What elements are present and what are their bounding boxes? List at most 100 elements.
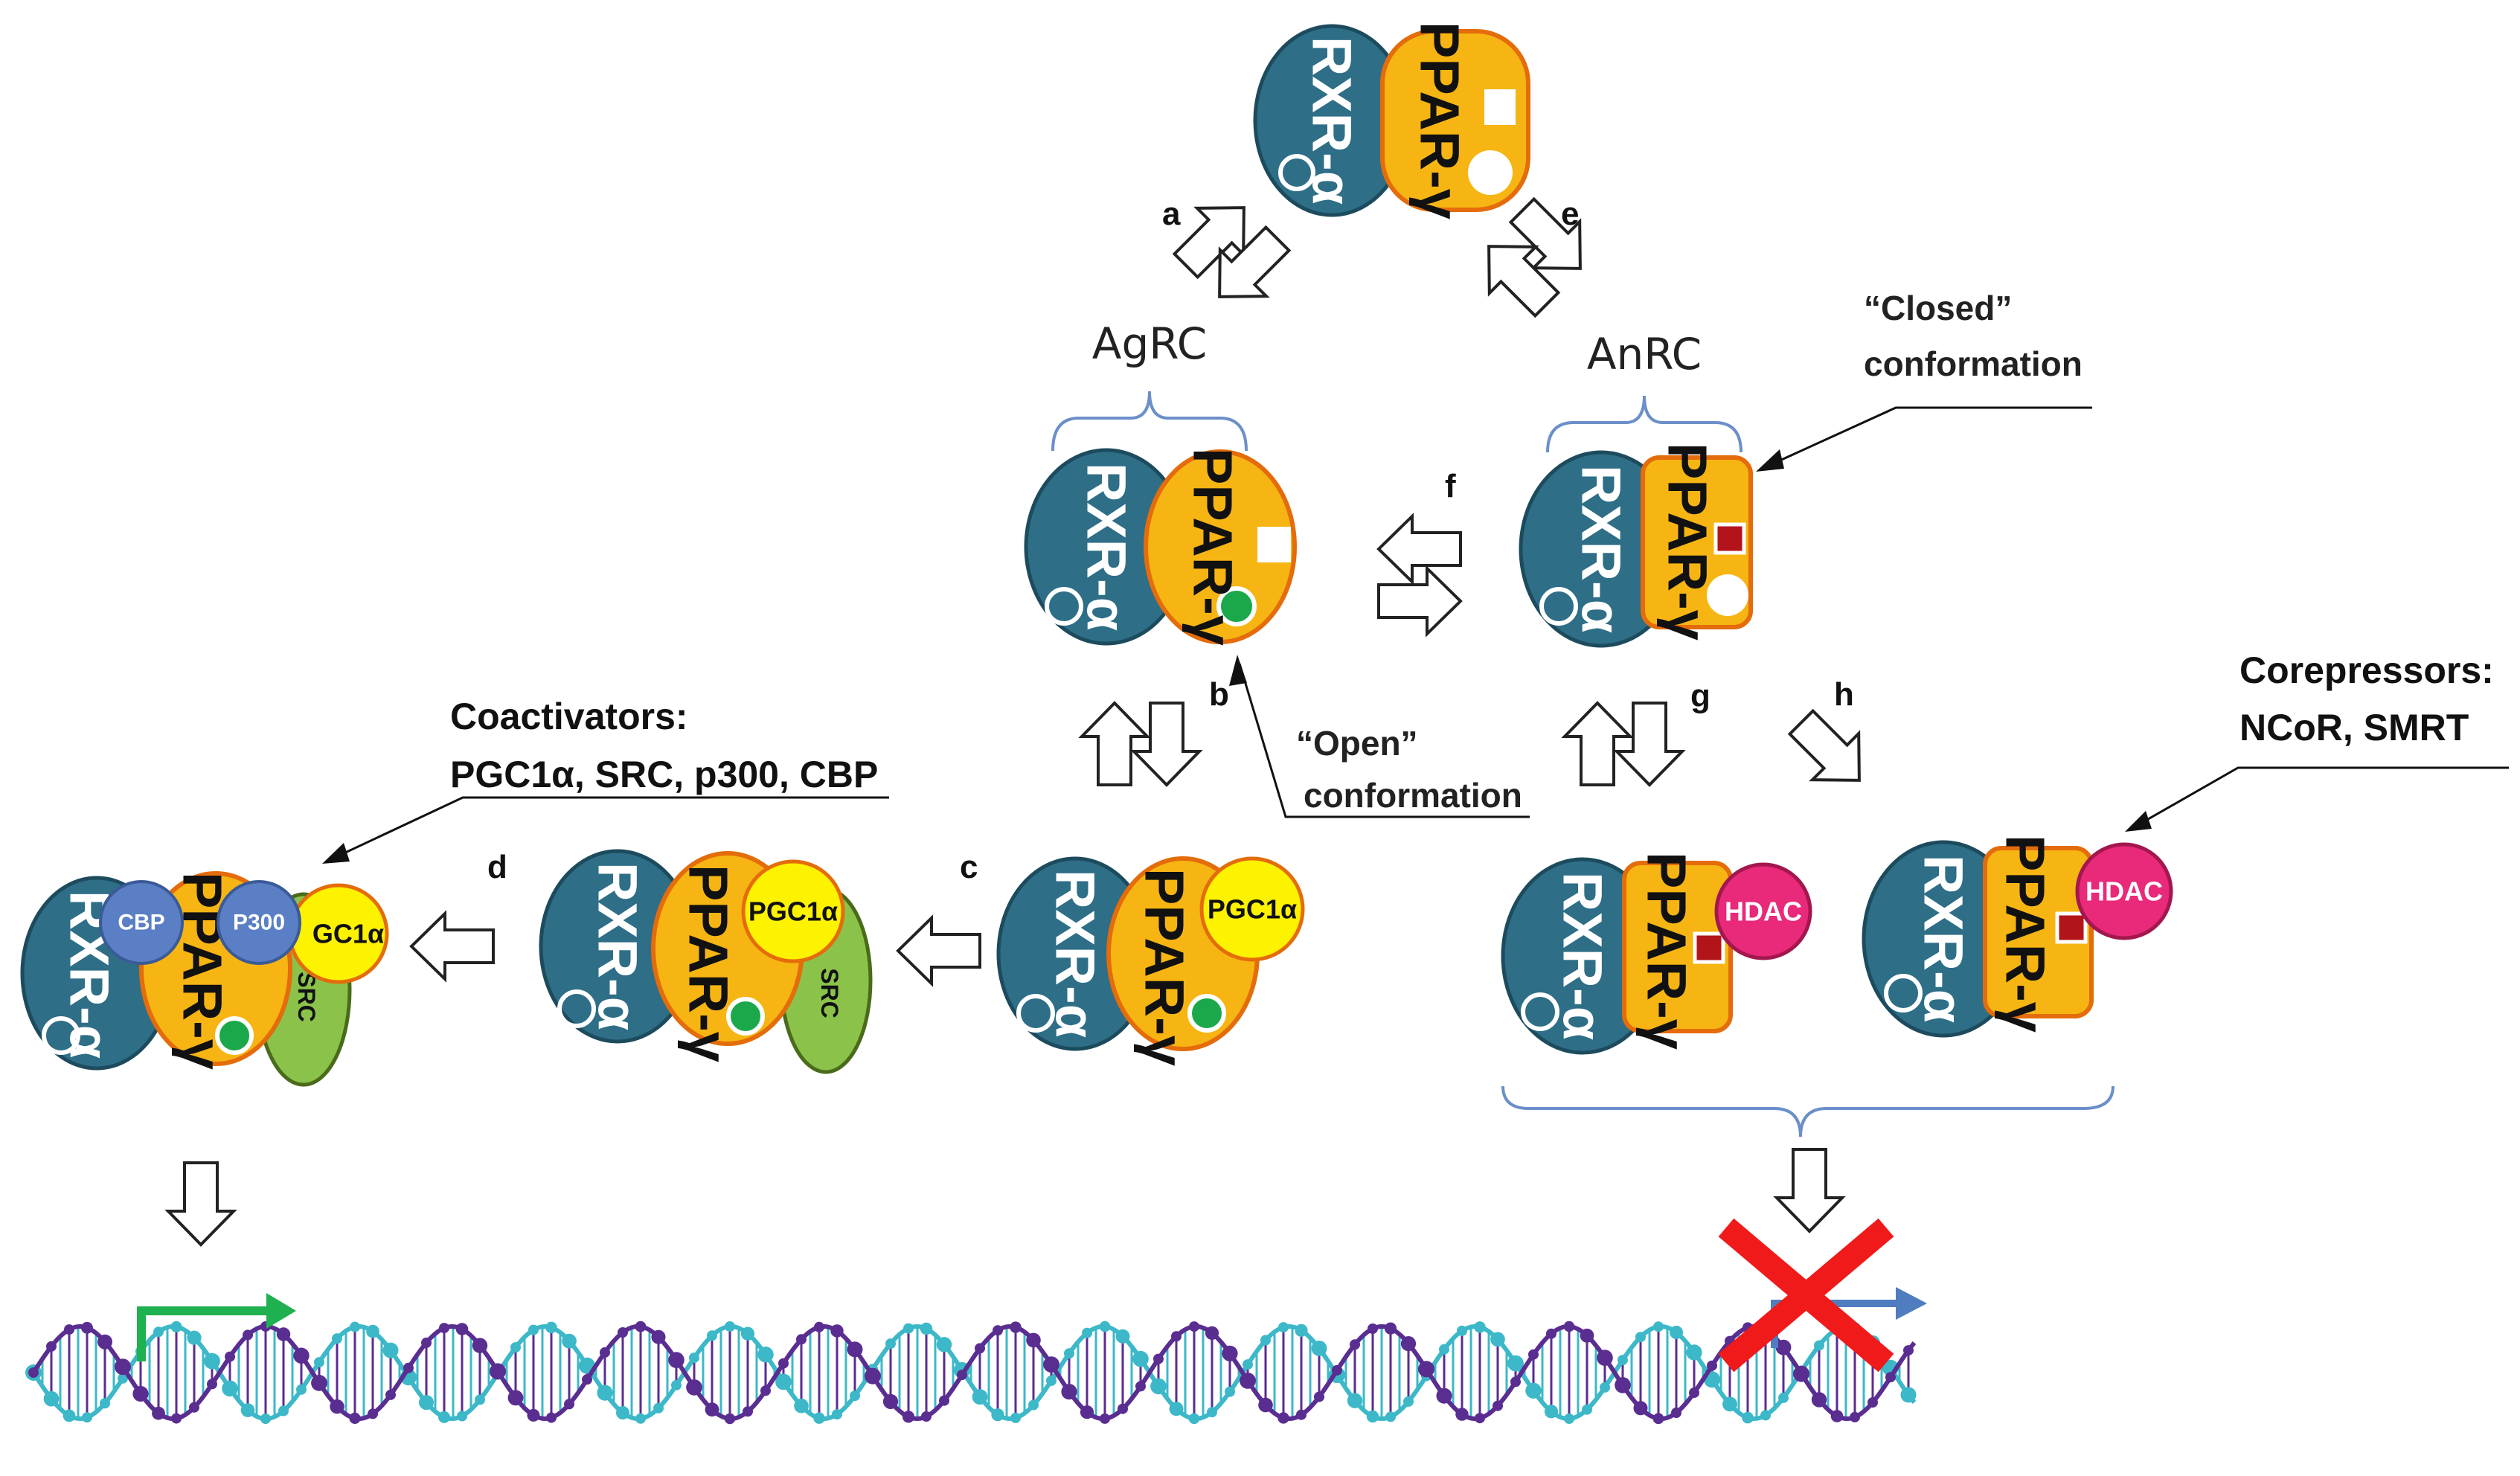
dna-bead: [582, 1374, 592, 1385]
dna-bead: [635, 1413, 646, 1424]
dna-bead: [296, 1384, 307, 1395]
dna-bead: [1867, 1397, 1878, 1408]
dna-bead: [1061, 1384, 1077, 1400]
dna-bead: [332, 1333, 342, 1344]
dna-bead: [1635, 1332, 1646, 1343]
dna-bead: [1900, 1387, 1917, 1403]
transcription-start-arrow: [137, 1293, 296, 1361]
dna-bead: [1222, 1345, 1238, 1361]
dna-bead: [1082, 1327, 1092, 1338]
dna-bead: [455, 1323, 469, 1335]
dna-bead: [724, 1413, 736, 1425]
src-label-left: SRC: [293, 972, 320, 1022]
dna-bead: [171, 1413, 182, 1424]
dna-bead: [349, 1412, 361, 1424]
dna-bead: [1652, 1413, 1664, 1425]
dna-bead: [1135, 1381, 1146, 1392]
dna-bead: [1064, 1348, 1074, 1359]
dna-bead: [847, 1341, 863, 1358]
dna-bead: [115, 1358, 131, 1376]
dna-bead: [490, 1363, 506, 1380]
rxr-label-hdac2: RXR-α: [1913, 855, 1975, 1023]
dna-bead: [311, 1375, 327, 1391]
dna-bead: [1814, 1340, 1824, 1351]
hdac-complex-1: RXR-α PPAR-γ HDAC: [1501, 852, 1812, 1055]
dna-bead: [1188, 1413, 1200, 1425]
dna-bead: [187, 1330, 202, 1345]
coactivators-pointer: [330, 796, 889, 861]
dna-bead: [457, 1411, 467, 1422]
dna-bead: [1225, 1386, 1235, 1397]
dna-bead: [382, 1342, 399, 1358]
repression-brace: [1501, 1085, 2115, 1138]
dna-bead: [100, 1398, 110, 1409]
dna-bead: [865, 1367, 881, 1384]
dna-bead: [1474, 1321, 1486, 1333]
step-label-b: b: [1209, 676, 1229, 713]
ligand-site-top: [1468, 150, 1513, 195]
step-label-a: a: [1162, 196, 1181, 232]
dna-bead: [1278, 1322, 1289, 1333]
dna-bead: [814, 1321, 824, 1332]
dna-bead: [385, 1389, 396, 1400]
src-label-mid: SRC: [816, 968, 843, 1018]
dna-bead: [152, 1406, 165, 1420]
dna-bead: [1775, 1339, 1792, 1355]
open-conformation-line2: conformation: [1304, 776, 1522, 815]
dna-bead: [260, 1413, 272, 1425]
closed-pointer-head: [1756, 449, 1784, 472]
dna-bead: [1347, 1393, 1363, 1408]
dna-bead: [527, 1408, 540, 1422]
dna-bead: [189, 1402, 199, 1413]
dna-bead: [830, 1324, 844, 1338]
dna-bead: [903, 1323, 914, 1334]
dna-bead: [1384, 1322, 1397, 1335]
pgc1a-label-mid: PGC1α: [748, 896, 838, 927]
dna-bead: [1671, 1408, 1681, 1418]
dna-bead: [972, 1389, 988, 1405]
dna-bead: [81, 1321, 93, 1334]
arrow-repression-down: [1775, 1148, 1844, 1233]
arrow-pair-a: [1163, 184, 1301, 320]
ppar-label-hdac1: PPAR-γ: [1636, 852, 1698, 1050]
dna-strand: [31, 1323, 1917, 1422]
dna-bead: [775, 1373, 792, 1390]
dna-bead: [1350, 1339, 1360, 1350]
corepressors-line1: Corepressors:: [2240, 649, 2494, 691]
dna-bead: [1028, 1399, 1039, 1411]
anrc-brace: [1546, 395, 1742, 453]
dna-bead: [562, 1333, 577, 1349]
dna-bead: [564, 1399, 574, 1410]
dna-bead: [1240, 1373, 1256, 1389]
dna-bead: [240, 1403, 255, 1417]
dna-bead: [1528, 1349, 1539, 1360]
arrow-h: [1778, 699, 1882, 803]
dna-bead: [1400, 1336, 1417, 1352]
rxr-label-hdac1: RXR-α: [1552, 872, 1614, 1040]
dna-bead: [1436, 1387, 1452, 1404]
dna-bead: [1403, 1396, 1414, 1407]
dna-bead: [921, 1411, 932, 1422]
dna-bead: [1296, 1409, 1307, 1420]
dna-bead: [1580, 1328, 1594, 1343]
dna-bead: [1132, 1350, 1149, 1367]
dna-bead: [740, 1326, 755, 1341]
closed-conformation-line1: “Closed”: [1864, 289, 2012, 327]
dna-bead: [472, 1338, 488, 1353]
blocked-transcription: [1718, 1218, 1927, 1373]
dna-bead: [1080, 1405, 1094, 1419]
dna-bead: [1026, 1332, 1041, 1348]
dna-bead: [1332, 1364, 1342, 1376]
dna-bead: [939, 1395, 949, 1406]
ppar-label-c: PPAR-γ: [1134, 868, 1196, 1066]
dna-bead: [1258, 1397, 1273, 1413]
dna-bead: [350, 1321, 360, 1332]
dna-bead: [62, 1409, 76, 1422]
dna-bead: [1490, 1332, 1505, 1347]
dna-bead: [1100, 1413, 1110, 1424]
step-label-c: c: [960, 849, 978, 885]
dna-bead: [225, 1351, 235, 1362]
dna-bead: [1760, 1410, 1771, 1421]
dna-bead: [936, 1337, 952, 1353]
